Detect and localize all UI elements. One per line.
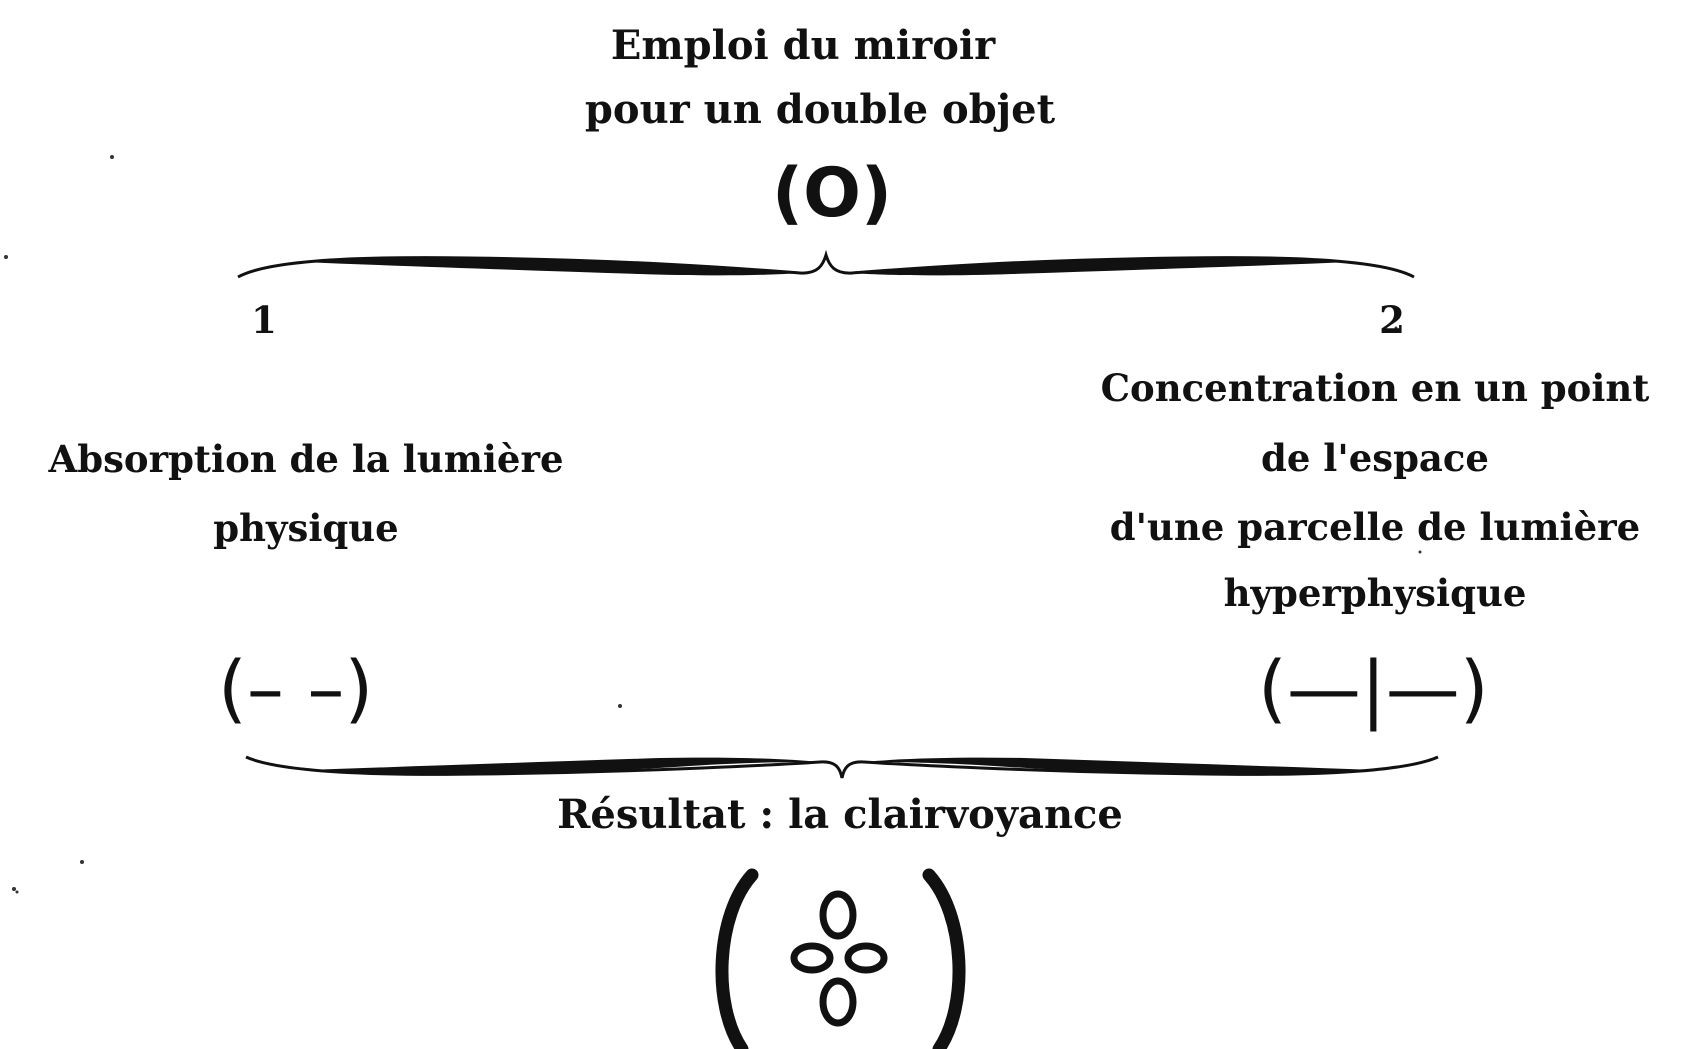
oval-bottom [819, 977, 857, 1027]
result-label: Résultat : la clairvoyance [557, 791, 1123, 838]
right-line-3: d'une parcelle de lumière [1109, 505, 1641, 549]
left-symbol: (– –) [218, 646, 374, 732]
left-line-2: physique [213, 506, 399, 550]
print-specks [4, 155, 1422, 894]
title-line-2: pour un double objet [584, 86, 1056, 133]
oval-right [844, 942, 888, 974]
bottom-brace [245, 755, 1439, 779]
oval-left [790, 942, 834, 974]
right-line-4: hyperphysique [1223, 571, 1527, 615]
oval-top [819, 890, 857, 940]
right-symbol: (—|—) [1258, 646, 1489, 732]
left-number: 1 [251, 298, 277, 342]
clairvoyance-symbol [715, 868, 966, 1049]
top-brace [237, 249, 1415, 279]
title-line-1: Emploi du miroir [610, 22, 996, 69]
right-number: 2 [1379, 298, 1405, 342]
left-line-1: Absorption de la lumière [48, 437, 564, 481]
right-line-2: de l'espace [1261, 436, 1489, 480]
top-symbol: (O) [772, 154, 892, 233]
right-line-1: Concentration en un point [1100, 366, 1650, 410]
